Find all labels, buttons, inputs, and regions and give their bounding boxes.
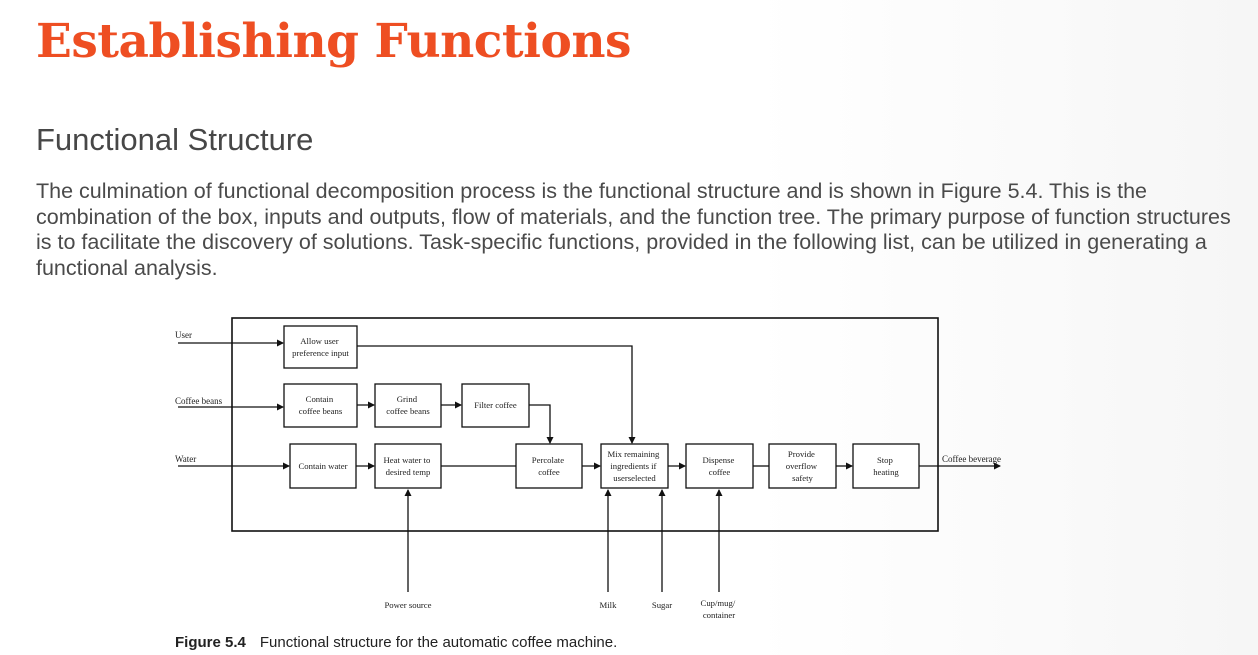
box-grind-label: Grind coffee beans: [386, 394, 430, 416]
figure-caption: Figure 5.4 Functional structure for the a…: [175, 634, 617, 652]
box-allow-user: [283, 325, 358, 369]
box-heat-water-label: Heat water to desired temp: [384, 455, 433, 477]
box-grind: [374, 383, 442, 428]
milk-label: Milk: [600, 600, 618, 610]
figure-number: Figure 5.4: [175, 634, 246, 651]
box-mix-label: Mix remaining ingredients if userselecte…: [607, 449, 661, 483]
input-coffee-beans-label: Coffee beans: [175, 396, 223, 406]
input-water-label: Water: [175, 454, 196, 464]
box-filter-label: Filter coffee: [474, 400, 517, 410]
box-provide-overflow-label: Provide overflow safety: [786, 449, 820, 483]
box-stop-heating: [852, 443, 920, 489]
box-filter: [461, 383, 530, 428]
box-contain-water-label: Contain water: [299, 461, 348, 471]
power-source-label: Power source: [384, 600, 431, 610]
box-heat-water: [374, 443, 442, 489]
box-percolate: [515, 443, 583, 489]
input-user-label: User: [175, 330, 192, 340]
section-heading: Functional Structure: [36, 122, 314, 157]
sugar-label: Sugar: [652, 600, 672, 610]
box-stop-heating-label: Stop heating: [873, 455, 899, 477]
box-contain-beans: [283, 383, 358, 428]
figure-caption-text: Functional structure for the automatic c…: [259, 634, 618, 651]
body-paragraph: The culmination of functional decomposit…: [36, 179, 1231, 280]
box-contain-water: [289, 443, 357, 489]
box-dispense: [685, 443, 754, 489]
box-percolate-label: Percolate coffee: [532, 455, 567, 477]
output-coffee-beverage-label: Coffee beverage: [942, 454, 1001, 464]
box-allow-user-label: Allow user preference input: [292, 336, 349, 358]
box-mix: [600, 443, 669, 489]
cup-label: Cup/mug/ container: [701, 598, 738, 620]
box-contain-beans-label: Contain coffee beans: [299, 394, 343, 416]
box-dispense-label: Dispense coffee: [702, 455, 736, 477]
user-pref-to-mix-arrow: [357, 345, 636, 444]
box-provide-overflow: [768, 443, 837, 489]
system-boundary: [231, 317, 939, 532]
filter-to-percolate-arrow: [529, 404, 554, 444]
slide-title: Establishing Functions: [36, 14, 631, 69]
